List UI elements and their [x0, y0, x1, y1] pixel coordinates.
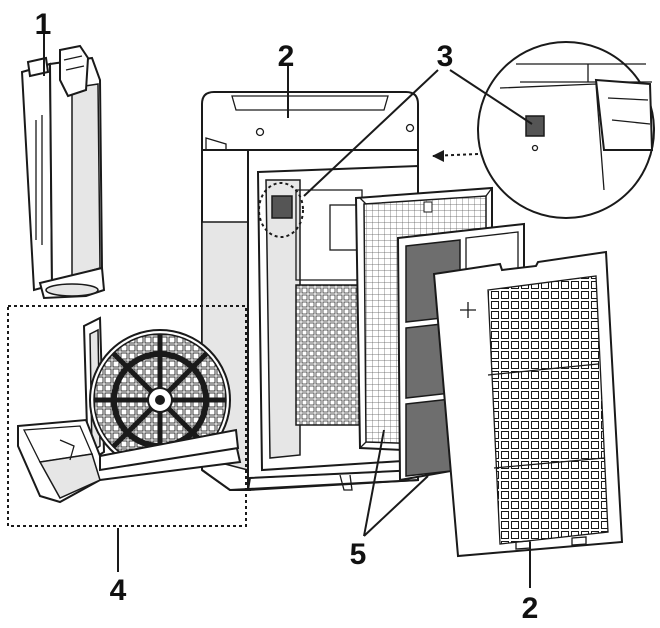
front-panel: [432, 250, 624, 558]
humidifier-tray-assembly: [7, 305, 247, 527]
callout-5: 5: [350, 538, 367, 571]
callout-4: 4: [110, 574, 127, 607]
callout-2-bottom: 2: [522, 592, 539, 625]
tray-dashed-outline: [7, 305, 247, 527]
sensor-detail-inset: [431, 41, 655, 219]
leader-lines: [43, 34, 533, 588]
callout-3: 3: [437, 40, 454, 73]
water-tank: [20, 44, 106, 300]
callout-1: 1: [35, 8, 52, 41]
callout-2-top: 2: [278, 40, 295, 73]
